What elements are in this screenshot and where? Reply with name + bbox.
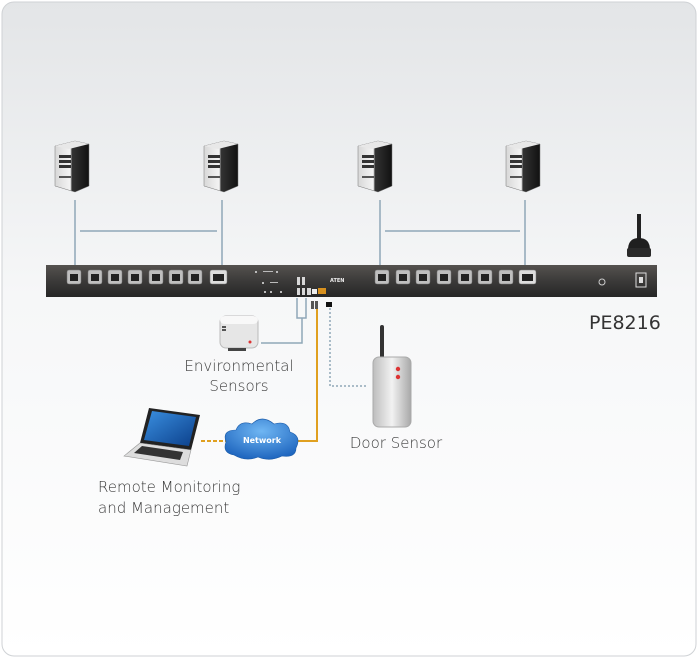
environmental-sensor-icon — [219, 315, 259, 351]
environmental-sensors-label-line2: Sensors — [209, 377, 268, 395]
pdu-display-icon — [255, 271, 282, 293]
cable-connectors — [311, 301, 332, 309]
server-tower-icon — [505, 140, 541, 193]
power-button-icon — [598, 278, 606, 286]
c13-outlet-icon — [168, 269, 184, 285]
pdu-ports — [297, 277, 326, 295]
remote-monitoring-label-line2: and Management — [98, 499, 229, 517]
c13-outlet-icon — [436, 269, 452, 285]
server-tower-icon — [357, 140, 393, 193]
laptop-icon — [123, 408, 200, 467]
power-inlet-icon — [635, 272, 647, 288]
network-cloud-icon — [224, 418, 299, 460]
c13-outlet-icon — [457, 269, 473, 285]
c13-outlet-icon — [127, 269, 143, 285]
c13-outlet-icon — [477, 269, 493, 285]
remote-monitoring-label-line1: Remote Monitoring — [98, 478, 240, 496]
c19-outlet-icon — [518, 269, 537, 285]
c13-outlet-icon — [107, 269, 123, 285]
c13-outlet-icon — [87, 269, 103, 285]
c13-outlet-icon — [395, 269, 411, 285]
door-sensor-cable — [329, 308, 368, 387]
door-sensor-label: Door Sensor — [350, 434, 443, 452]
network-cable — [298, 309, 318, 442]
c13-outlet-icon — [374, 269, 390, 285]
c13-outlet-icon — [148, 269, 164, 285]
pdu-unit: ATEN — [46, 265, 657, 297]
server-tower-icon — [54, 140, 90, 193]
c13-outlet-icon — [66, 269, 82, 285]
c13-outlet-icon — [187, 269, 203, 285]
c13-outlet-icon — [415, 269, 431, 285]
server-links — [74, 200, 526, 265]
door-sensor-icon — [372, 325, 412, 428]
pdu-logo: ATEN — [330, 278, 345, 284]
network-label: Network — [243, 436, 282, 445]
server-tower-icon — [203, 140, 239, 193]
wireless-antenna-icon — [627, 214, 651, 257]
environmental-sensors-label-line1: Environmental — [184, 357, 293, 375]
c19-outlet-icon — [209, 269, 228, 285]
c13-outlet-icon — [498, 269, 514, 285]
sensor-cable — [261, 298, 307, 344]
model-label: PE8216 — [589, 312, 661, 334]
